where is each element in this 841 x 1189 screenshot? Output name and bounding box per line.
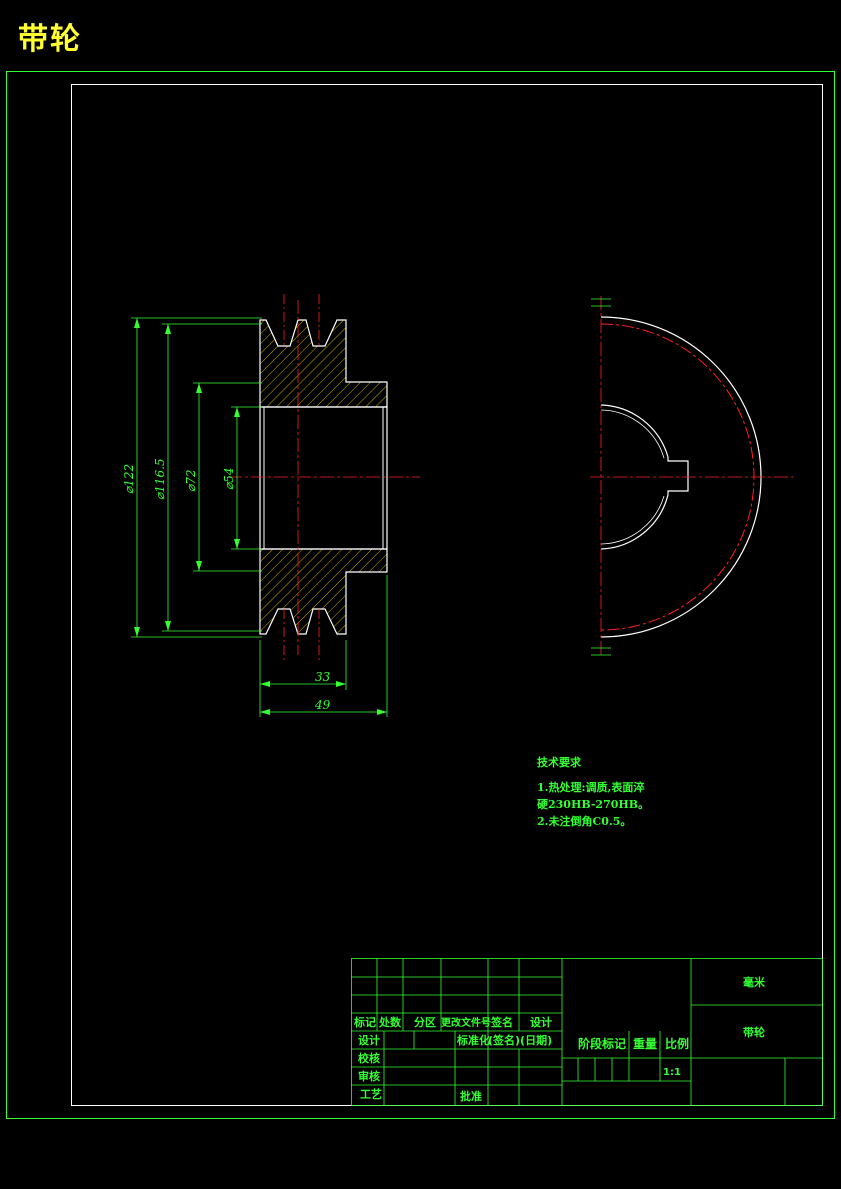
tb-part-name: 带轮 bbox=[743, 1025, 765, 1039]
outer-frame bbox=[6, 71, 835, 1119]
dim-d72: ⌀72 bbox=[184, 470, 198, 493]
tb-qianming: 签名 bbox=[490, 1015, 513, 1029]
tb-jiaohe: 校核 bbox=[358, 1051, 380, 1065]
page-title: 带轮 bbox=[18, 22, 82, 57]
bore-arc-inner bbox=[600, 409, 665, 459]
bore-arc-inner-2 bbox=[600, 495, 665, 545]
tech-req-line2: 硬230HB-270HB。 bbox=[537, 798, 650, 811]
tb-gengai: 更改文件号 bbox=[441, 1016, 491, 1029]
tb-unit: 毫米 bbox=[743, 975, 766, 989]
pulley-section-view bbox=[228, 294, 420, 660]
tb-scale-label: 比例 bbox=[665, 1036, 689, 1051]
dim-width-33: 33 bbox=[315, 670, 331, 684]
tb-gongyi: 工艺 bbox=[360, 1087, 382, 1101]
bore-outline bbox=[259, 406, 388, 550]
dim-d54: ⌀54 bbox=[222, 468, 236, 491]
tech-requirements: 技术要求 1.热处理:调质,表面淬 硬230HB-270HB。 2.未注倒角C0… bbox=[537, 754, 649, 830]
upper-hub-section bbox=[259, 319, 388, 408]
dim-d122: ⌀122 bbox=[122, 464, 136, 494]
tb-fenqu: 分区 bbox=[414, 1015, 436, 1029]
dim-width-49: 49 bbox=[314, 698, 331, 712]
tb-weight: 重量 bbox=[633, 1036, 657, 1051]
dimension-arrows bbox=[134, 318, 387, 715]
tb-sheji: 设计 bbox=[358, 1033, 380, 1047]
bore-arc bbox=[600, 404, 689, 550]
tech-req-line3: 2.未注倒角C0.5。 bbox=[537, 815, 632, 828]
tech-req-heading: 技术要求 bbox=[537, 756, 581, 769]
tb-shenhe: 审核 bbox=[358, 1069, 380, 1083]
dim-d116-5: ⌀116.5 bbox=[153, 458, 167, 500]
tb-sheji-col: 设计 bbox=[530, 1015, 552, 1029]
tb-scale-value: 1:1 bbox=[663, 1067, 681, 1078]
tb-biaoji: 标记 bbox=[353, 1015, 376, 1029]
dimensions bbox=[131, 317, 388, 717]
tb-stage-mark: 阶段标记 bbox=[578, 1036, 626, 1051]
tb-biaozhunhua: 标准化 bbox=[456, 1033, 490, 1047]
tech-req-line1: 1.热处理:调质,表面淬 bbox=[537, 781, 645, 794]
title-block bbox=[351, 958, 823, 1106]
tb-chushu: 处数 bbox=[378, 1015, 402, 1029]
lower-hub-section bbox=[259, 548, 388, 635]
tb-pizhun: 批准 bbox=[460, 1089, 482, 1103]
tb-qianming-date: (签名)(日期) bbox=[488, 1033, 552, 1047]
pulley-end-view bbox=[590, 296, 795, 658]
